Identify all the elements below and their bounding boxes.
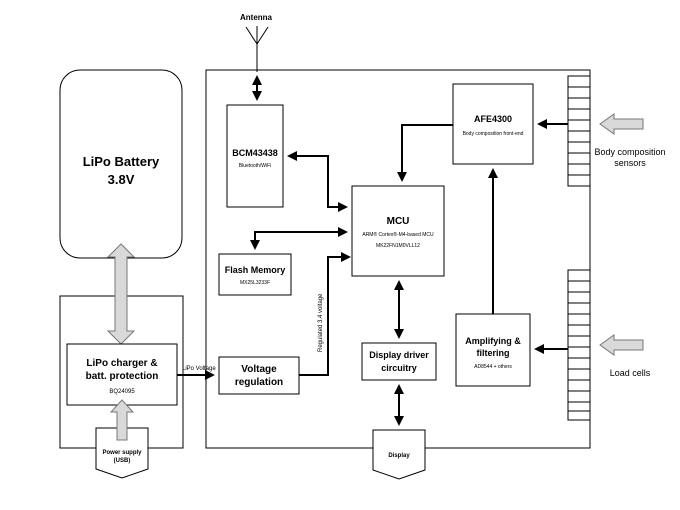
regulated-voltage-wire — [299, 252, 351, 376]
display-driver-block — [361, 342, 437, 381]
load-cells-label: Load cells — [610, 368, 651, 378]
afe4300-subtitle: Body composition front-end — [463, 131, 524, 137]
flash-memory-part: MX25L3233F — [240, 280, 270, 286]
amplifier-part: AD8544 + others — [474, 364, 512, 370]
lipo-charger-title-line2: batt. protection — [86, 371, 159, 382]
antenna-left-arm — [245, 26, 258, 45]
load-cells-input-arrow — [599, 334, 644, 356]
voltage-regulation-line1: Voltage — [241, 364, 277, 375]
amplifying-filtering-block — [455, 313, 531, 387]
flash-memory-title: Flash Memory — [225, 265, 286, 275]
power-supply-label-line1: Power supply — [102, 450, 142, 456]
voltage-regulation-block — [218, 356, 300, 395]
voltage-regulation-line2: regulation — [235, 377, 283, 388]
bcm43438-subtitle: Bluetooth/WiFi — [239, 163, 272, 169]
body-sensors-input-arrow — [599, 113, 644, 135]
amplifier-line2: filtering — [477, 348, 510, 358]
afe-mcu-link — [397, 124, 453, 182]
mcu-flash-link — [250, 227, 348, 250]
antenna-label: Antenna — [240, 13, 273, 22]
mcu-block — [351, 185, 445, 277]
lipo-charger-part: BQ24095 — [109, 389, 135, 395]
display-driver-line2: circuitry — [381, 363, 417, 373]
display-label: Display — [388, 453, 410, 459]
power-supply-label-line2: (USB) — [114, 458, 131, 464]
lipo-battery-title: LiPo Battery — [83, 154, 160, 169]
lipo-charger-block — [66, 343, 178, 406]
bcm43438-title: BCM43438 — [232, 148, 278, 158]
mcu-title: MCU — [387, 216, 410, 227]
flash-memory-block — [218, 253, 292, 296]
display-connector — [372, 429, 426, 480]
lipo-battery-voltage: 3.8V — [108, 172, 135, 187]
mcu-description: ARM® Cortex®-M4-based MCU — [362, 231, 434, 238]
display-driver-line1: Display driver — [369, 350, 429, 360]
body-composition-connector — [567, 75, 591, 187]
lipo-voltage-label: LiPo Voltage — [182, 366, 216, 372]
bcm43438-block — [226, 104, 284, 208]
regulated-voltage-label: Regulated 3.4 voltage — [318, 293, 324, 352]
usb-charger-power-arrow — [109, 399, 135, 441]
afe4300-block — [452, 83, 534, 165]
amplifier-line1: Amplifying & — [465, 336, 521, 346]
mcu-part-number: MK22FN1M0VLL12 — [376, 243, 420, 249]
afe4300-title: AFE4300 — [474, 114, 512, 124]
body-sensors-label-line1: Body composition — [594, 147, 665, 157]
power-supply-connector — [95, 427, 149, 479]
lipo-charger-title-line1: LiPo charger & — [86, 358, 157, 369]
antenna-right-arm — [256, 26, 269, 45]
body-sensors-label-line2: sensors — [614, 158, 646, 168]
load-cells-connector — [567, 269, 591, 421]
bcm-mcu-link — [287, 151, 348, 212]
